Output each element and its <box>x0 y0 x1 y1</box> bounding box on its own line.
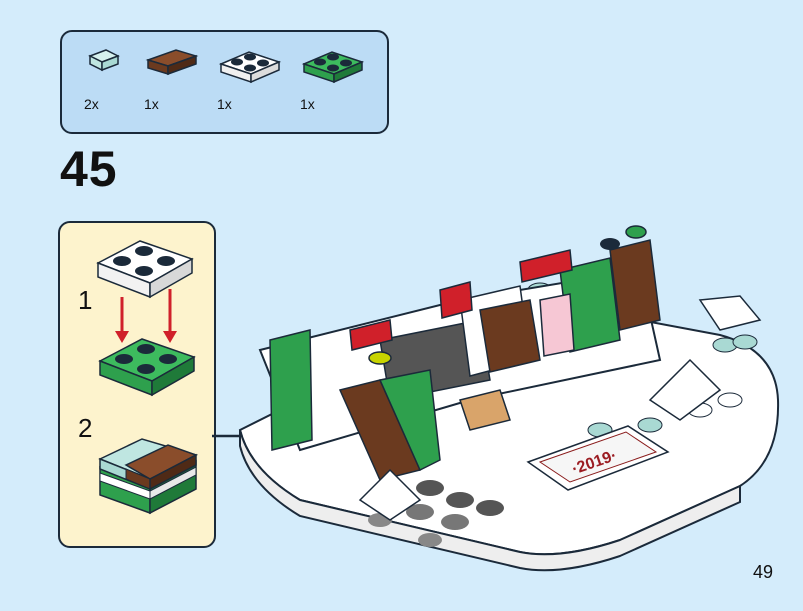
part-white-plate: 1x <box>217 42 283 112</box>
placement-arrow-icon <box>212 426 340 446</box>
substep-box: 1 2 <box>58 221 216 548</box>
white-plate-illustration <box>96 240 194 299</box>
transparent-tile-icon <box>88 49 120 72</box>
part-quantity: 1x <box>144 96 159 112</box>
stacked-assembly-illustration <box>98 438 198 515</box>
part-brown-tile: 1x <box>144 42 200 112</box>
green-plate-illustration <box>98 338 196 397</box>
year-plate <box>526 425 670 491</box>
substep-illustration <box>96 240 198 515</box>
substep-label-2: 2 <box>78 413 93 443</box>
base-plate <box>238 318 780 572</box>
step-number: 45 <box>60 141 118 197</box>
red-arrow-icon <box>115 289 177 343</box>
part-quantity: 1x <box>300 96 315 112</box>
parts-list-box: 2x 1x 1x 1x <box>60 30 389 134</box>
part-quantity: 1x <box>217 96 232 112</box>
brown-tile-icon <box>145 49 199 76</box>
year-plate-text: ·2019· <box>570 447 619 478</box>
part-quantity: 2x <box>84 96 99 112</box>
substep-label-1: 1 <box>78 285 93 315</box>
building-structure <box>258 225 762 521</box>
green-plate-icon <box>301 51 365 84</box>
part-transparent-tile: 2x <box>84 42 124 112</box>
page-number: 49 <box>752 562 773 582</box>
part-green-plate: 1x <box>300 42 366 112</box>
base-studs <box>368 282 758 547</box>
white-plate-icon <box>218 51 282 84</box>
